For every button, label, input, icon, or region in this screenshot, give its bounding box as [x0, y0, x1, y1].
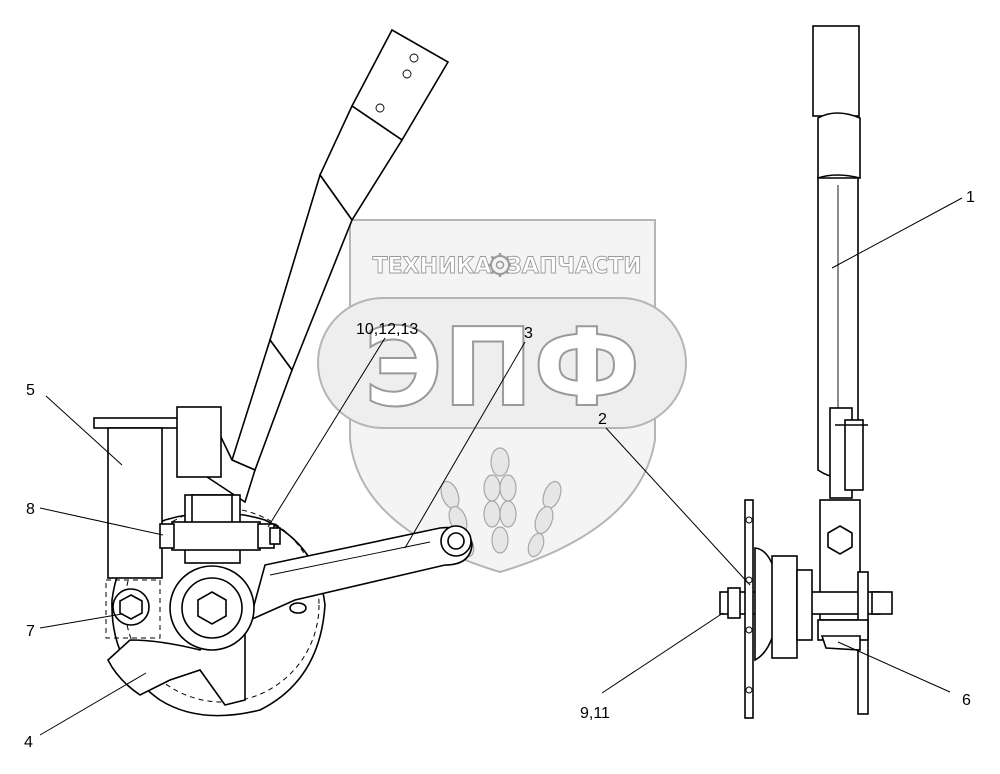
callout-10-12-13: 10,12,13	[356, 321, 418, 338]
callout-7: 7	[26, 623, 35, 640]
hub	[169, 565, 255, 651]
callout-6: 6	[962, 692, 971, 709]
disc	[111, 511, 326, 717]
callout-4: 4	[24, 734, 33, 751]
watermark: ТЕХНИКА ЗАПЧАСТИ ЭПФ	[317, 219, 687, 574]
watermark-oval	[317, 297, 687, 429]
rotation-circle	[124, 507, 320, 703]
handle-grip	[812, 25, 860, 117]
watermark-logo: ЭПФ	[364, 306, 641, 431]
watermark-text-right: ЗАПЧАСТИ	[506, 254, 641, 279]
callout-3: 3	[524, 325, 533, 342]
left-assembly	[93, 28, 473, 717]
bracket-5	[93, 406, 222, 639]
callout-8: 8	[26, 501, 35, 518]
watermark-gear-icon	[488, 253, 512, 277]
callout-9-11: 9,11	[580, 705, 610, 722]
callout-1: 1	[966, 189, 975, 206]
handle-lever	[203, 28, 450, 504]
watermark-text-left: ТЕХНИКА	[373, 254, 492, 279]
callout-labels: 1 2 3 4 5 6 7 8 9,11 10,12,13	[24, 189, 975, 751]
clamp-block	[159, 494, 281, 564]
leader-lines	[39, 197, 963, 736]
link-arm-3	[248, 525, 473, 622]
bolt-7	[112, 588, 150, 626]
callout-2: 2	[598, 411, 607, 428]
right-assembly	[719, 25, 893, 719]
callout-5: 5	[26, 382, 35, 399]
